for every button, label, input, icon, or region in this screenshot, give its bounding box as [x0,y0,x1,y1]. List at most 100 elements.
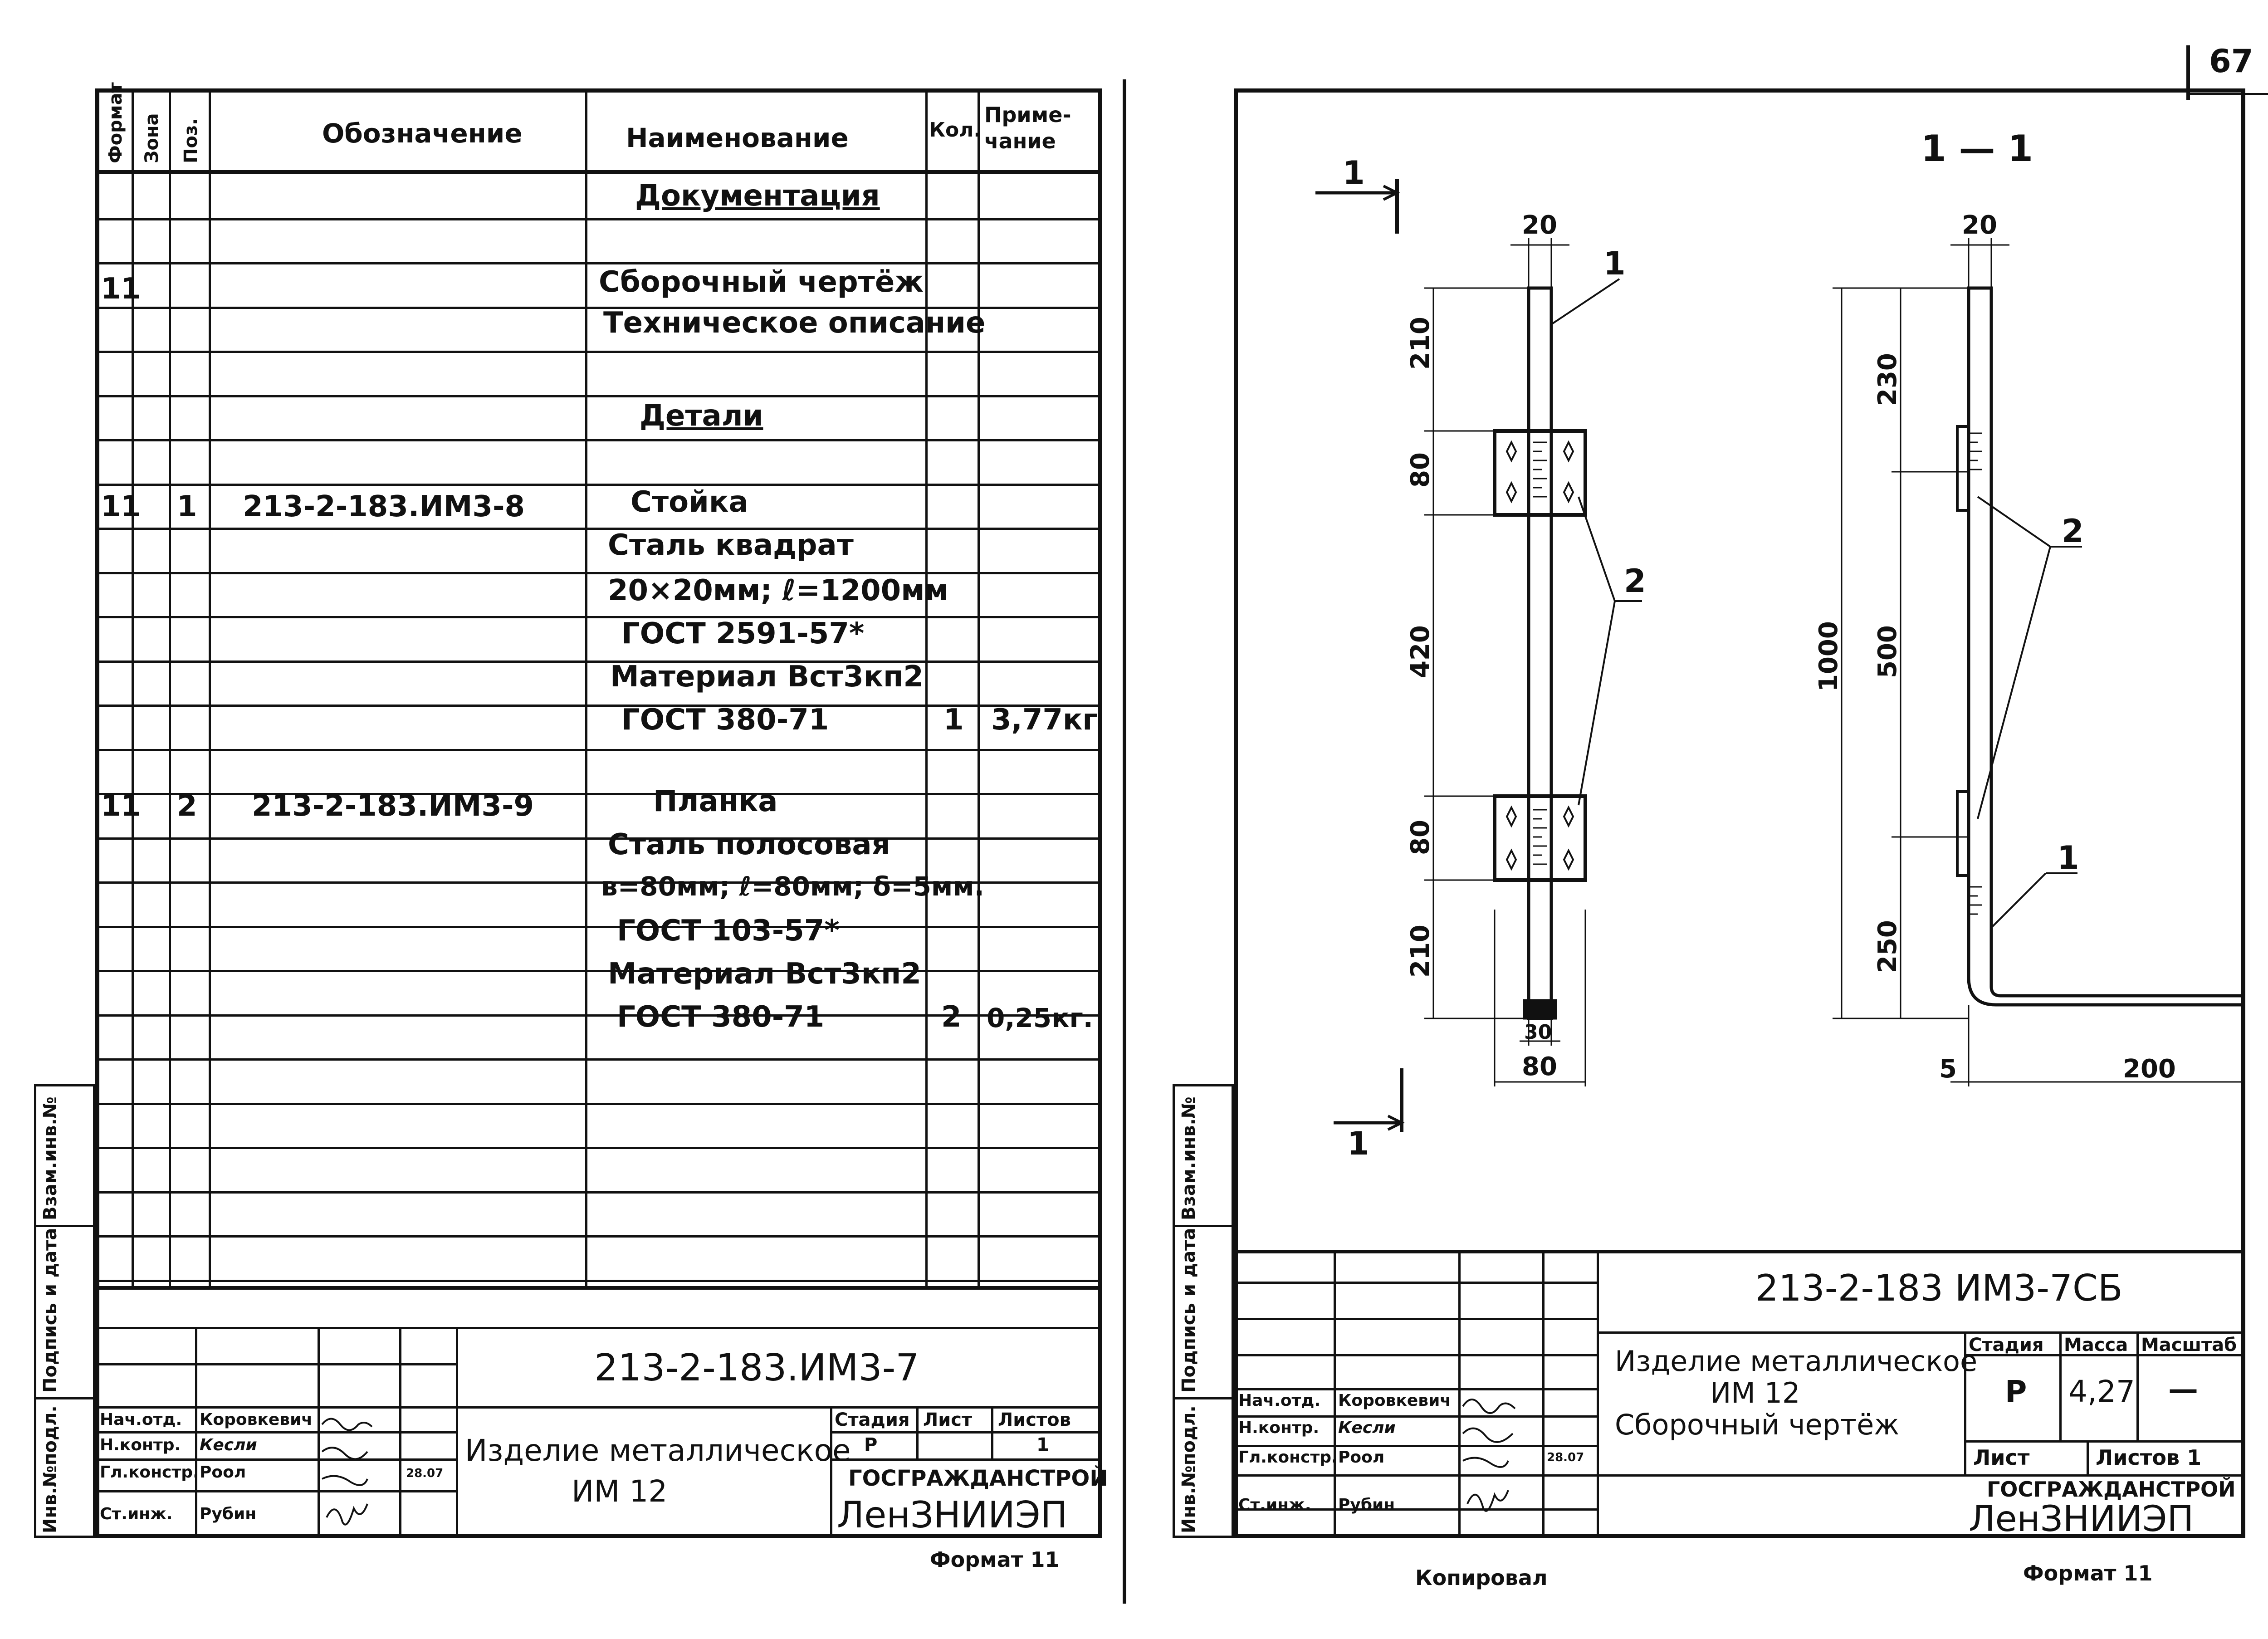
spec-row-line [95,528,1102,530]
dim-front-80-top: 80 [1406,452,1435,488]
left-stage-header: Стадия [835,1409,910,1430]
spec-row-line [95,395,1102,397]
callout-2-front: 2 [1624,563,1646,600]
spec-row-line [95,749,1102,751]
spec-row-line [95,660,1102,663]
spec-row-line [95,262,1102,264]
dim-front-420: 420 [1406,625,1435,678]
left-staff-role-4: Ст.инж. [100,1505,173,1523]
row-post-qty: 1 [943,703,964,737]
section-documentation: Документация [635,179,880,213]
row-post-size: 20×20мм; ℓ=1200мм [608,574,948,607]
rtb-top-line [1234,1250,2245,1253]
tb-top-line [95,1286,1102,1290]
left-format-label: Формат 11 [930,1547,1060,1572]
left-side-label-inv: Инв.№подл. [40,1405,61,1533]
rtb-line-2 [1234,1282,1597,1284]
dim-side-250: 250 [1873,920,1902,973]
left-side-label-signature: Подпись и дата [40,1228,61,1393]
rtb-line-6 [1234,1415,1597,1418]
left-title-line1: Изделие металлическое [465,1433,851,1468]
row-plate-mass: 0,25кг. [987,1003,1093,1033]
spec-row-line [95,1235,1102,1238]
row-tech-description: Техническое описание [603,306,986,340]
right-strip-divider-1 [1173,1225,1234,1227]
spec-row-line [95,881,1102,884]
spec-row-line [95,572,1102,574]
row-plate-size: в=80мм; ℓ=80мм; δ=5мм. [601,871,984,902]
right-stage-header: Стадия [1969,1335,2044,1355]
dim-side-5: 5 [1939,1054,1957,1084]
dim-side-230: 230 [1873,353,1902,406]
right-side-label-replace: Взам.инв.№ [1178,1096,1199,1220]
right-staff-name-1: Коровкевич [1338,1391,1452,1410]
right-title-line1: Изделие металлическое [1615,1345,1978,1378]
right-mass-header: Масса [2064,1335,2128,1355]
left-side-label-replace: Взам.инв.№ [40,1096,61,1220]
header-format: Формат [105,82,126,163]
spec-row-line [95,218,1102,220]
row-plate-steel: Материал Вст3кп2 [608,957,921,991]
left-sheets-header: Листов [998,1409,1071,1430]
rtb-mass-line [1964,1440,2245,1443]
spec-row-line [95,307,1102,309]
page-number-underline [2186,93,2268,95]
dim-front-width: 20 [1522,210,1557,240]
col-line-format [132,88,134,1286]
right-staff-role-4: Ст.инж. [1238,1496,1311,1514]
spec-row-line [95,1058,1102,1061]
spec-row-line [95,705,1102,707]
dim-front-30: 30 [1524,1021,1552,1044]
spec-row-line [95,926,1102,928]
right-side-label-signature: Подпись и дата [1178,1228,1199,1393]
row-plate-material: Сталь полосовая [608,828,890,861]
left-org1: ГОСГРАЖДАНСТРОЙ [848,1466,1108,1491]
header-pos: Поз. [181,118,201,163]
page-number-divider [2186,45,2190,100]
left-signatures [321,1418,373,1526]
spec-row-line [95,793,1102,795]
row-plate-qty: 2 [941,1000,962,1034]
section-details: Детали [640,399,763,433]
row-plate-name: Планка [653,785,778,818]
right-scale-header: Масштаб [2141,1335,2237,1355]
header-zone: Зона [142,113,162,163]
row-post-gost2: ГОСТ 380-71 [621,703,829,737]
row-post-name: Стойка [631,485,748,519]
drawing-frame [1234,88,2245,1538]
right-staff-name-3: Роол [1338,1448,1385,1467]
tb-line-5 [95,1431,458,1434]
col-line-qty [978,88,980,1286]
tb-line-stage [830,1431,1102,1434]
tb-col-5 [830,1406,832,1538]
right-format-label: Формат 11 [2023,1561,2153,1585]
page-number: 67 [2209,43,2253,80]
left-stage-value: Р [864,1434,878,1455]
row-assembly-name: Сборочный чертёж [599,265,924,299]
header-name: Наименование [626,122,849,153]
rtb-col-7 [2136,1331,2139,1440]
tb-line-7 [95,1490,458,1492]
right-staff-role-2: Н.контр. [1238,1419,1320,1437]
dim-side-200: 200 [2123,1054,2176,1084]
spec-row-line [95,616,1102,618]
col-line-zone [169,88,171,1286]
right-mass-value: 4,27 [2068,1374,2135,1409]
left-staff-role-2: Н.контр. [100,1436,181,1454]
section-mark-bottom: 1 [1347,1125,1369,1162]
tb-col-4 [456,1327,458,1538]
left-staff-name-2: Кесли [200,1436,257,1454]
assembly-drawing: 1 1 1 — 1 20 210 80 420 80 210 30 80 20 … [1315,127,2245,1162]
right-org2: ЛенЗНИИЭП [1969,1499,2194,1540]
dim-side-1000: 1000 [1814,621,1843,692]
right-staff-name-4: Рубин [1338,1496,1395,1514]
spec-row-line [95,1147,1102,1149]
header-note: Приме-чание [984,103,1071,153]
rtb-col-5 [1964,1331,1966,1474]
row-post-designation: 213-2-183.ИМ3-8 [243,490,525,524]
row-plate-pos: 2 [177,789,197,823]
left-sheet-header: Лист [923,1409,973,1430]
row-post-gost: ГОСТ 2591-57* [621,617,865,651]
right-staff-role-3: Гл.констр. [1238,1448,1338,1467]
rtb-col-6 [2059,1331,2062,1440]
